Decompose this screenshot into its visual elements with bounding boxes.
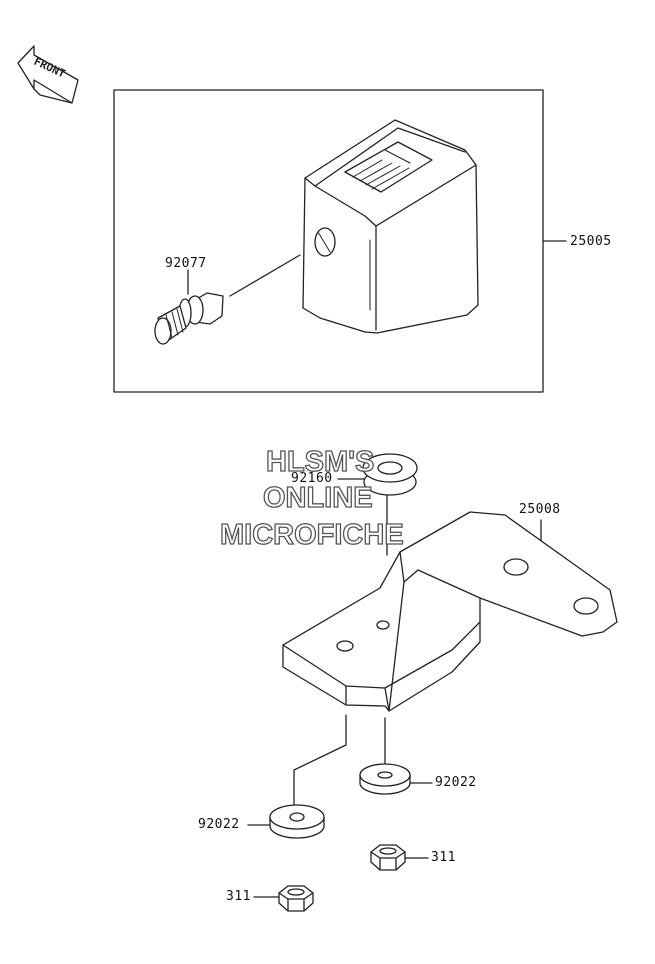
callout-92022-left[interactable]: 92022 [198, 817, 240, 832]
callout-92160[interactable]: 92160 [291, 471, 333, 486]
front-arrow-icon: FRONT [17, 45, 79, 104]
nut-left [278, 885, 314, 912]
leader-washer-left [293, 714, 347, 809]
leader-fitting [229, 254, 301, 297]
callout-25008[interactable]: 25008 [519, 502, 561, 517]
washer-right [359, 763, 411, 795]
callout-25005[interactable]: 25005 [570, 234, 612, 249]
callout-92022-right[interactable]: 92022 [435, 775, 477, 790]
watermark-line-3: MICROFICHE [219, 519, 404, 551]
callout-92077[interactable]: 92077 [165, 256, 207, 271]
mounting-bracket [282, 511, 618, 712]
callout-311-left[interactable]: 311 [226, 889, 251, 904]
nut-right [370, 844, 406, 871]
meter-housing [302, 119, 479, 334]
watermark-line-2: ONLINE [262, 482, 373, 514]
grommet [362, 453, 418, 496]
callout-311-right[interactable]: 311 [431, 850, 456, 865]
speedometer-fitting [154, 292, 224, 345]
washer-left [269, 804, 325, 839]
watermark-line-1: HLSM'S [265, 446, 375, 478]
